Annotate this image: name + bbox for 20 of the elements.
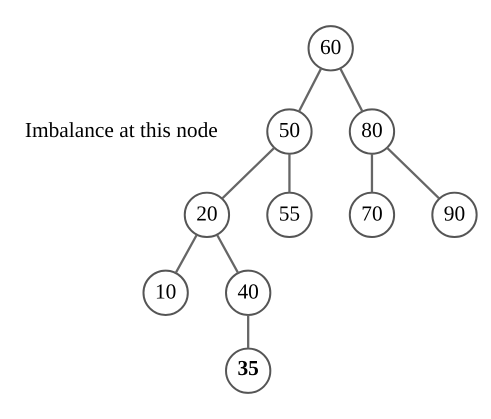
connector xyxy=(386,146,440,199)
connector xyxy=(174,234,198,274)
connector xyxy=(370,154,374,192)
connector xyxy=(216,234,240,274)
node-circle: 70 xyxy=(348,192,396,238)
connector xyxy=(298,68,322,112)
connector xyxy=(222,146,276,199)
node-circle: 55 xyxy=(266,192,313,238)
connector xyxy=(247,315,250,348)
node-label: Imbalance at this node xyxy=(24,118,218,142)
connector xyxy=(288,154,291,192)
node-circle: 80 xyxy=(348,108,396,155)
node-circle: 90 xyxy=(431,192,478,238)
connector xyxy=(339,68,364,112)
node-circle: 50 xyxy=(266,108,313,155)
node-circle: 40 xyxy=(225,270,272,316)
node-circle: 35 xyxy=(225,348,272,394)
node-circle: 10 xyxy=(142,270,189,316)
node-circle: 60 xyxy=(308,25,354,72)
node-circle: 20 xyxy=(184,192,230,238)
